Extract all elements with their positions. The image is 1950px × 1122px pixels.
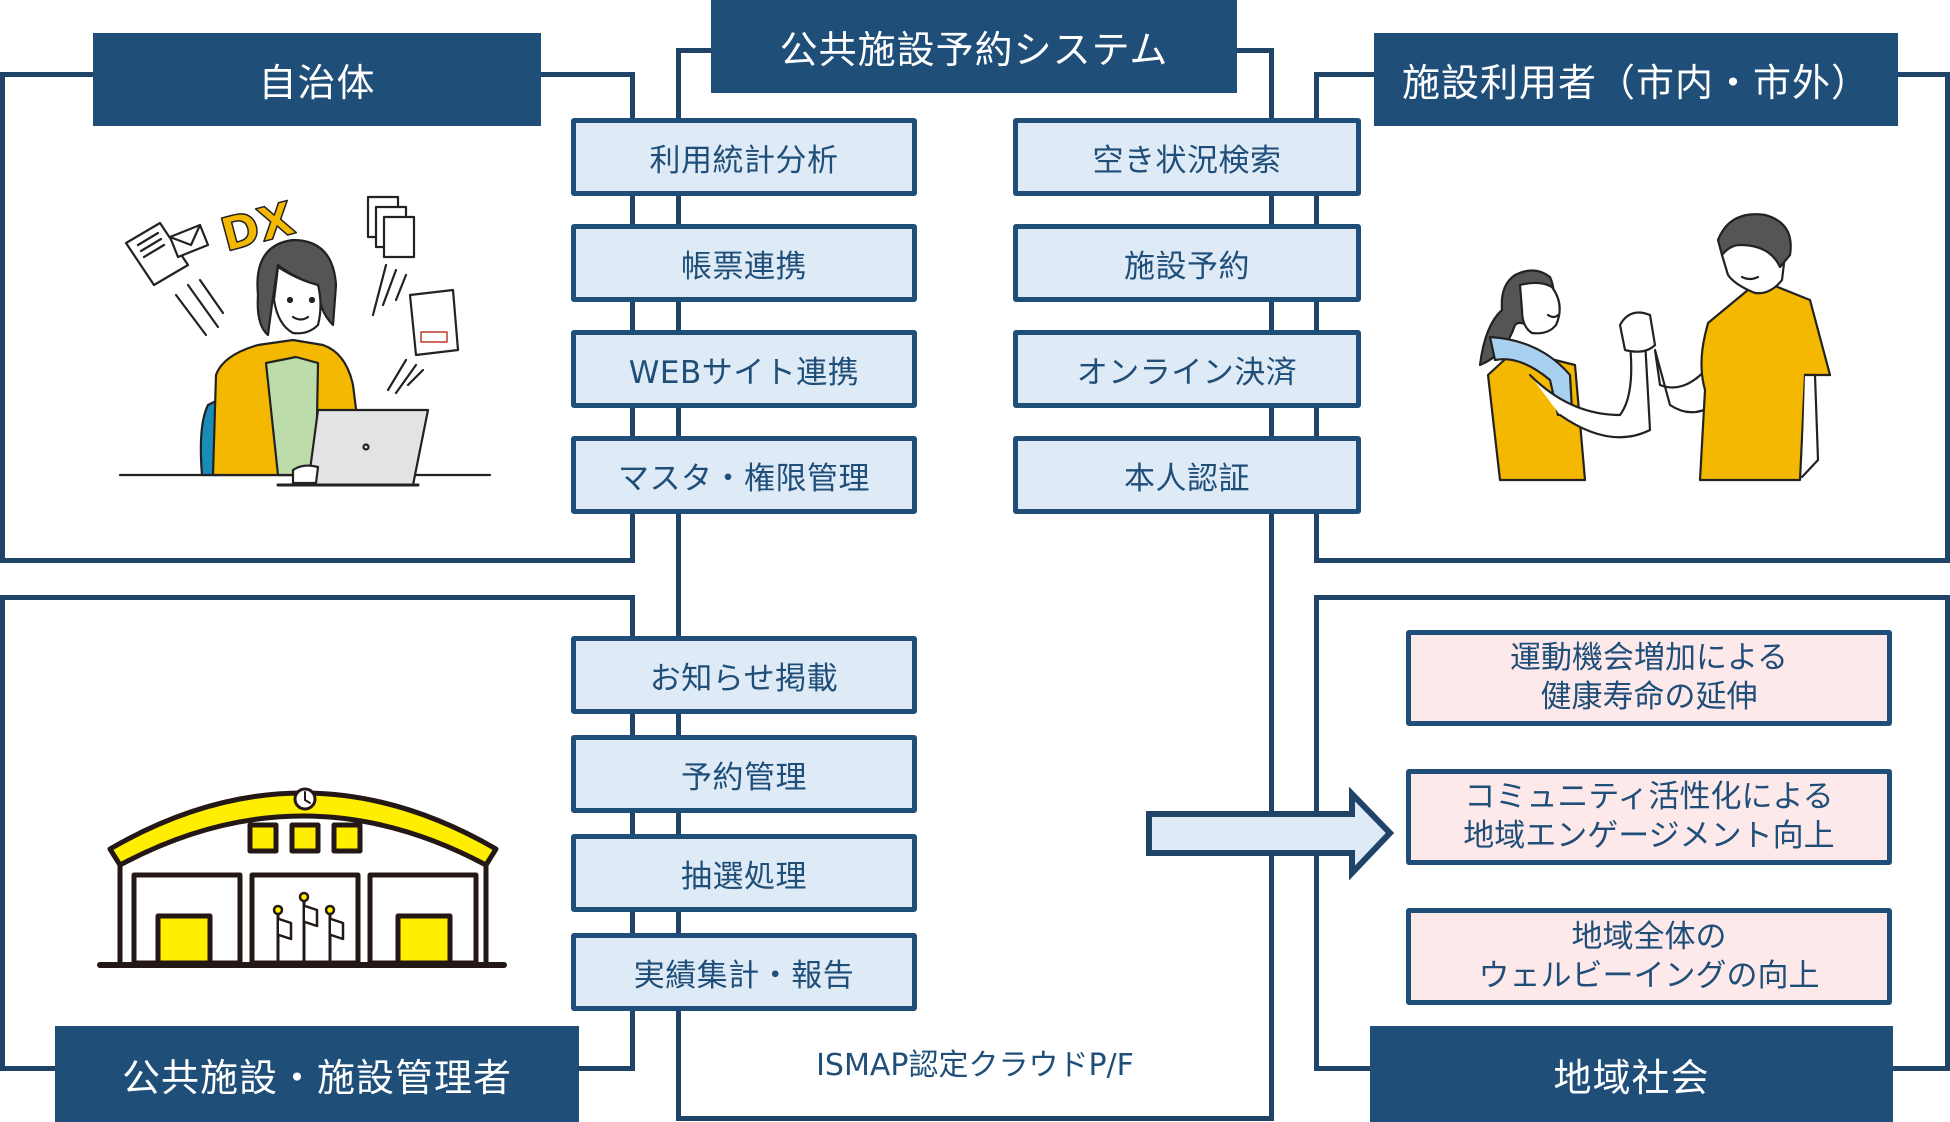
outcome-line: 運動機会増加による — [1509, 640, 1789, 676]
outcome-box: コミュニティ活性化による 地域エンゲージメント向上 — [1406, 769, 1892, 865]
function-box[interactable]: 帳票連携 — [571, 224, 917, 302]
facility-manager-header: 公共施設・施設管理者 — [55, 1026, 579, 1122]
function-box[interactable]: 予約管理 — [571, 735, 917, 813]
function-label: 利用統計分析 — [649, 142, 839, 179]
outcome-line: コミュニティ活性化による — [1464, 779, 1834, 815]
arrow-right-icon — [1146, 786, 1395, 881]
function-label: 本人認証 — [1124, 460, 1250, 497]
function-box[interactable]: お知らせ掲載 — [571, 636, 917, 714]
function-label: WEBサイト連携 — [628, 354, 860, 391]
function-label: 実績集計・報告 — [633, 957, 855, 994]
function-label: 抽選処理 — [681, 858, 807, 895]
community-header-text: 地域社会 — [1553, 1055, 1710, 1100]
function-box[interactable]: 抽選処理 — [571, 834, 917, 912]
platform-label: ISMAP認定クラウドP/F — [816, 1048, 1134, 1083]
outcome-box: 運動機会増加による 健康寿命の延伸 — [1406, 630, 1892, 726]
function-box[interactable]: マスタ・権限管理 — [571, 436, 917, 514]
community-header: 地域社会 — [1370, 1026, 1893, 1122]
outcome-box: 地域全体の ウェルビーイングの向上 — [1406, 908, 1892, 1005]
function-box[interactable]: WEBサイト連携 — [571, 330, 917, 408]
system-title-text: 公共施設予約システム — [779, 28, 1169, 72]
outcome-line: ウェルビーイングの向上 — [1478, 957, 1820, 994]
outcome-line: 健康寿命の延伸 — [1540, 679, 1758, 715]
function-label: お知らせ掲載 — [649, 660, 839, 697]
function-label: 帳票連携 — [681, 248, 807, 285]
office-worker-dx-illustration: DX — [118, 190, 492, 487]
function-box[interactable]: 空き状況検索 — [1013, 118, 1361, 196]
system-title: 公共施設予約システム — [711, 0, 1237, 93]
outcome-line: 地域エンゲージメント向上 — [1463, 818, 1835, 854]
function-box[interactable]: 本人認証 — [1013, 436, 1361, 514]
facility-manager-header-text: 公共施設・施設管理者 — [121, 1055, 512, 1100]
function-box[interactable]: 実績集計・報告 — [571, 933, 917, 1011]
public-facility-building-illustration — [97, 787, 507, 968]
users-header: 施設利用者（市内・市外） — [1374, 33, 1898, 126]
function-label: マスタ・権限管理 — [618, 460, 870, 497]
people-handshake-illustration — [1478, 213, 1832, 482]
users-header-text: 施設利用者（市内・市外） — [1401, 61, 1870, 105]
function-box[interactable]: 利用統計分析 — [571, 118, 917, 196]
outcome-line: 地域全体の — [1571, 918, 1727, 955]
municipality-header-text: 自治体 — [258, 61, 376, 105]
function-label: 施設予約 — [1124, 248, 1250, 285]
function-label: オンライン決済 — [1076, 354, 1298, 391]
function-label: 予約管理 — [681, 759, 807, 796]
function-box[interactable]: 施設予約 — [1013, 224, 1361, 302]
function-box[interactable]: オンライン決済 — [1013, 330, 1361, 408]
municipality-header: 自治体 — [93, 33, 541, 126]
function-label: 空き状況検索 — [1092, 142, 1282, 179]
